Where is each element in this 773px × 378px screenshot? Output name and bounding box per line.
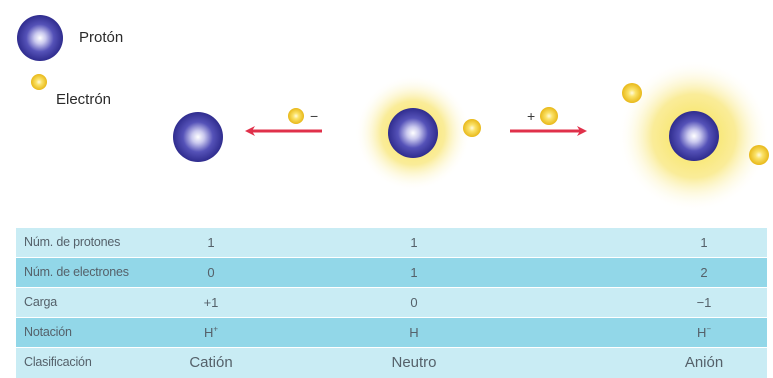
- anion-symbol: H: [696, 325, 707, 340]
- cation-value: 0: [207, 265, 215, 280]
- neutral-value: Neutro: [391, 354, 437, 371]
- ion-table: Núm. de protones 1 1 1 Núm. de electrone…: [16, 228, 767, 378]
- neutral-value: 0: [410, 295, 418, 310]
- legend-proton-icon: [17, 15, 63, 61]
- cation-proton-icon: [173, 112, 223, 162]
- atom-diagram: − +: [17, 15, 770, 212]
- neutral-value: 1: [410, 235, 418, 250]
- anion-notation: H−: [664, 318, 744, 347]
- neutral-proton-icon: [388, 108, 438, 158]
- row-label: Núm. de electrones: [24, 265, 129, 279]
- legend-electron-icon: [31, 74, 47, 90]
- neutral-electron-icon: [463, 119, 481, 137]
- row-label: Carga: [24, 295, 58, 309]
- legend-electron-label: Electrón: [56, 91, 112, 108]
- anion-sign: +: [527, 108, 535, 124]
- cation-value: Catión: [189, 354, 233, 371]
- row-label: Núm. de protones: [24, 235, 121, 249]
- table-row: Clasificación Catión Neutro Anión: [16, 348, 767, 378]
- cation-value: 1: [207, 235, 215, 250]
- neutral-value: H: [409, 325, 419, 340]
- cation-value: +1: [203, 295, 219, 310]
- table-row: Notación H+ H H−: [16, 318, 767, 348]
- anion-value: 1: [700, 235, 708, 250]
- cation-superscript: +: [213, 324, 219, 334]
- row-label: Notación: [24, 325, 72, 339]
- table-row: Carga +1 0 −1: [16, 288, 767, 318]
- removed-electron-icon: [288, 108, 304, 124]
- cation-sign: −: [310, 108, 318, 124]
- table-row: Núm. de protones 1 1 1: [16, 228, 767, 258]
- anion-electron-icon-1: [622, 83, 642, 103]
- anion-value: Anión: [684, 354, 724, 371]
- cation-symbol: H: [203, 325, 214, 340]
- neutral-value: 1: [410, 265, 418, 280]
- row-label: Clasificación: [24, 355, 92, 369]
- cation-notation: H+: [194, 318, 228, 347]
- anion-superscript: −: [706, 324, 712, 334]
- added-electron-icon: [540, 107, 558, 125]
- anion-value: −1: [696, 295, 712, 310]
- anion-electron-icon-2: [749, 145, 769, 165]
- table-row: Núm. de electrones 0 1 2: [16, 258, 767, 288]
- anion-proton-icon: [669, 111, 719, 161]
- legend-proton-label: Protón: [79, 29, 124, 46]
- anion-value: 2: [700, 265, 708, 280]
